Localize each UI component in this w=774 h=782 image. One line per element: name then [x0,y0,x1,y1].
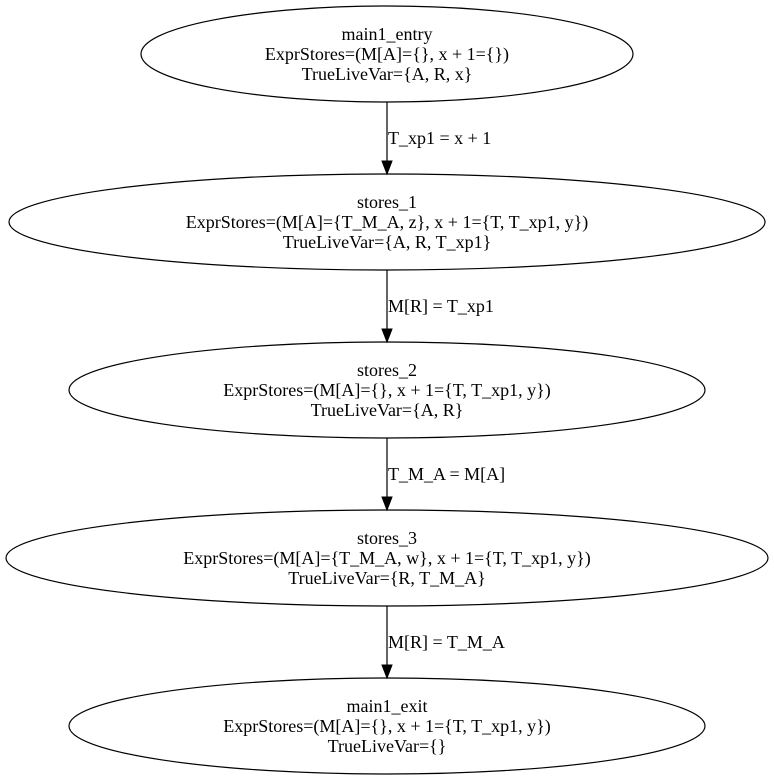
node-main1-exit-expr-stores: ExprStores=(M[A]={}, x + 1={T, T_xp1, y}… [223,716,550,737]
node-stores-2-expr-stores: ExprStores=(M[A]={}, x + 1={T, T_xp1, y}… [223,380,550,401]
edge-1-arrowhead [381,160,393,176]
node-main1-entry-title: main1_entry [342,24,433,44]
node-stores-3-true-live-var: TrueLiveVar={R, T_M_A} [288,568,485,588]
node-main1-entry-true-live-var: TrueLiveVar={A, R, x} [302,64,473,84]
edge-2-arrowhead [381,328,393,344]
node-main1-exit-true-live-var: TrueLiveVar={} [328,736,447,756]
edge-2-label: M[R] = T_xp1 [388,296,494,316]
node-stores-1-true-live-var: TrueLiveVar={A, R, T_xp1} [283,232,491,252]
edge-stores-1-to-stores-2: M[R] = T_xp1 [381,270,494,344]
node-stores-1-expr-stores: ExprStores=(M[A]={T_M_A, z}, x + 1={T, T… [186,212,588,233]
edge-main1-entry-to-stores-1: T_xp1 = x + 1 [381,102,491,176]
node-stores-2-title: stores_2 [357,360,417,380]
edge-4-label: M[R] = T_M_A [388,632,505,652]
node-stores-1-title: stores_1 [357,192,417,212]
node-stores-2: stores_2 ExprStores=(M[A]={}, x + 1={T, … [68,341,706,439]
node-main1-entry: main1_entry ExprStores=(M[A]={}, x + 1={… [140,5,634,103]
edge-3-arrowhead [381,496,393,512]
node-stores-1: stores_1 ExprStores=(M[A]={T_M_A, z}, x … [8,173,766,271]
edge-3-label: T_M_A = M[A] [388,464,505,484]
node-stores-2-true-live-var: TrueLiveVar={A, R} [311,400,464,420]
edge-4-arrowhead [381,664,393,680]
node-stores-3: stores_3 ExprStores=(M[A]={T_M_A, w}, x … [5,509,769,607]
edge-stores-2-to-stores-3: T_M_A = M[A] [381,438,505,512]
node-main1-exit-ellipse [68,677,706,775]
node-stores-3-title: stores_3 [357,528,417,548]
node-main1-exit-title: main1_exit [347,696,428,716]
node-main1-exit: main1_exit ExprStores=(M[A]={}, x + 1={T… [68,677,706,775]
node-stores-3-expr-stores: ExprStores=(M[A]={T_M_A, w}, x + 1={T, T… [183,548,590,569]
node-main1-entry-expr-stores: ExprStores=(M[A]={}, x + 1={}) [265,44,509,65]
edge-1-label: T_xp1 = x + 1 [388,128,491,148]
edge-stores-3-to-main1-exit: M[R] = T_M_A [381,606,505,680]
